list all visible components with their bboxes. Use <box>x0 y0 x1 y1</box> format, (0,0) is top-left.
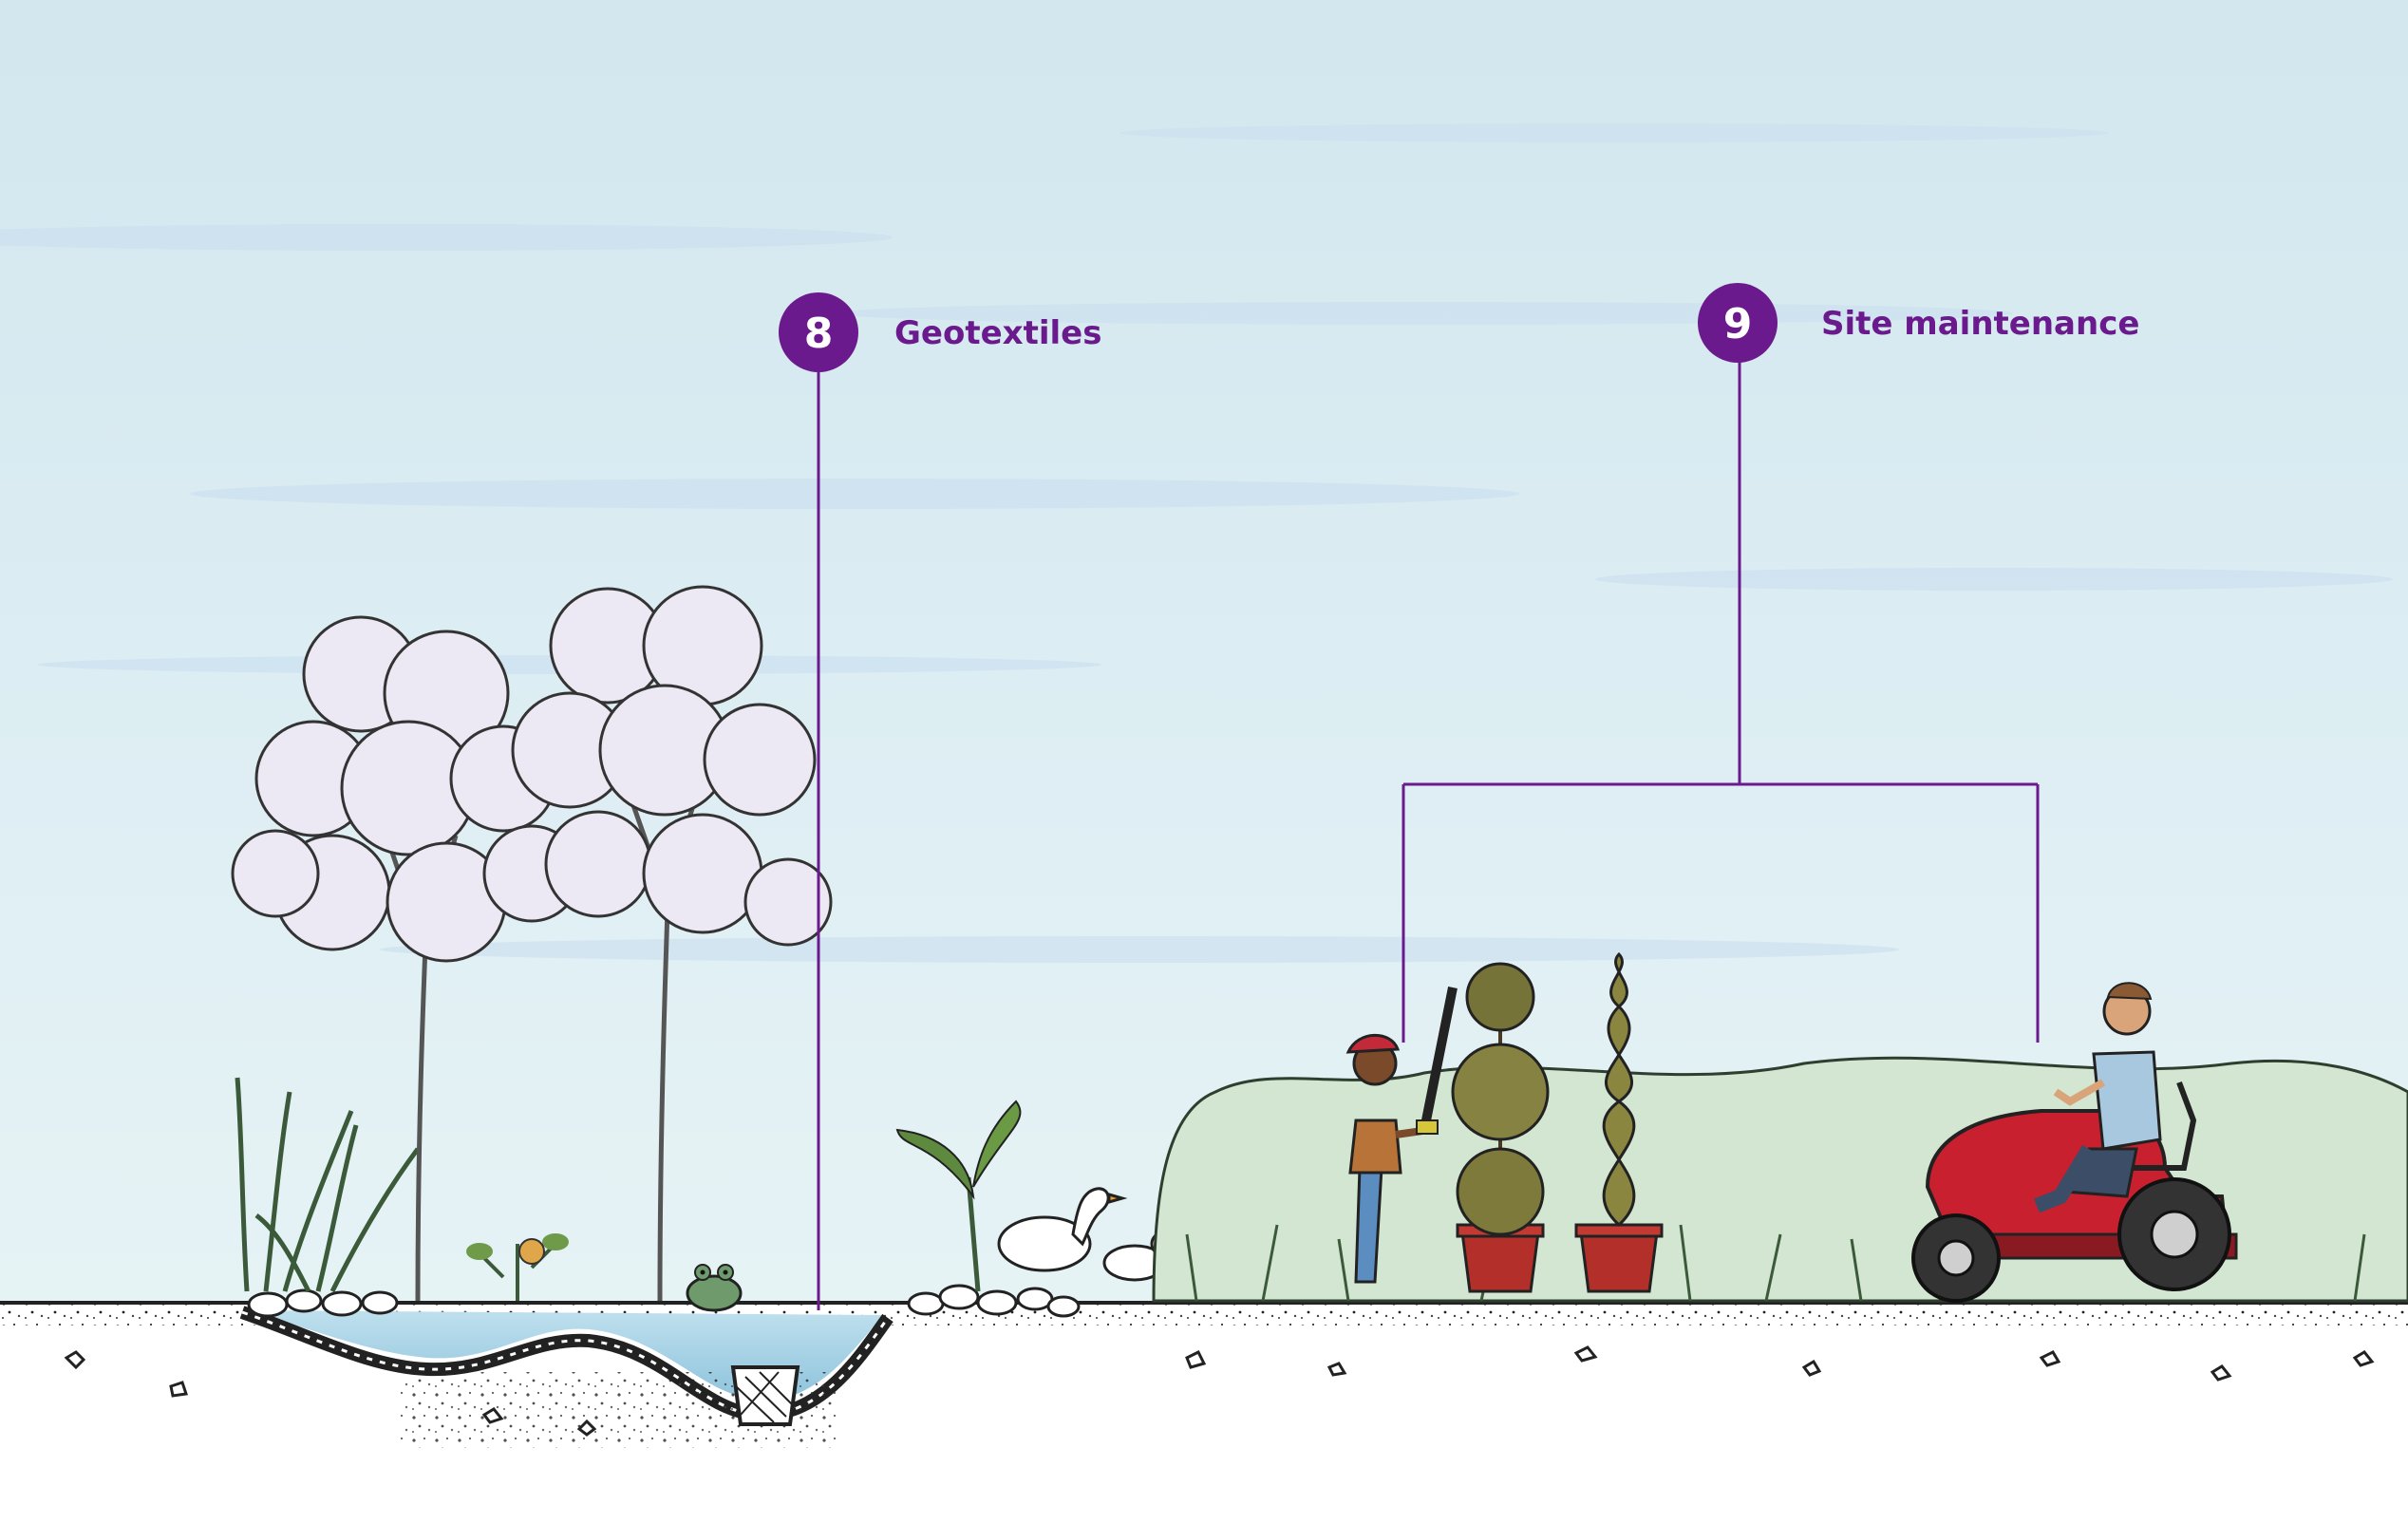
aquatic-plant-icon <box>895 1100 1022 1292</box>
callout-number: 8 <box>804 310 834 358</box>
callout-site-maintenance: 9 Site maintenance <box>1698 283 2139 363</box>
frog-icon <box>686 1264 743 1312</box>
planting-basket <box>730 1365 800 1426</box>
leader-lines <box>817 361 2040 1310</box>
callout-label: Site maintenance <box>1821 305 2139 343</box>
callout-geotextiles: 8 Geotextiles <box>779 292 1101 372</box>
edge-stones <box>247 1284 1081 1318</box>
callout-badge <box>779 292 858 372</box>
ground-pebbles <box>64 1345 2375 1437</box>
hedge-grass-strokes <box>1185 1224 2366 1302</box>
leader-line-site-maintenance <box>1402 361 2040 1043</box>
callout-number: 9 <box>1723 300 1753 348</box>
tree-icon <box>231 615 581 1302</box>
topiary-tree-icon <box>1574 951 1664 1293</box>
tree-icon <box>511 585 833 1302</box>
flower-shrub-icon <box>466 1233 569 1301</box>
topiary-tree-icon <box>1451 962 1550 1293</box>
riding-mower-icon <box>1911 982 2238 1303</box>
reeds-icon <box>235 1077 421 1293</box>
gardener-icon <box>1345 987 1458 1284</box>
geotextile-liner-texture <box>241 1310 890 1417</box>
duck-icon <box>997 1187 1128 1272</box>
callout-label: Geotextiles <box>894 314 1101 352</box>
callout-badge <box>1698 283 1778 363</box>
